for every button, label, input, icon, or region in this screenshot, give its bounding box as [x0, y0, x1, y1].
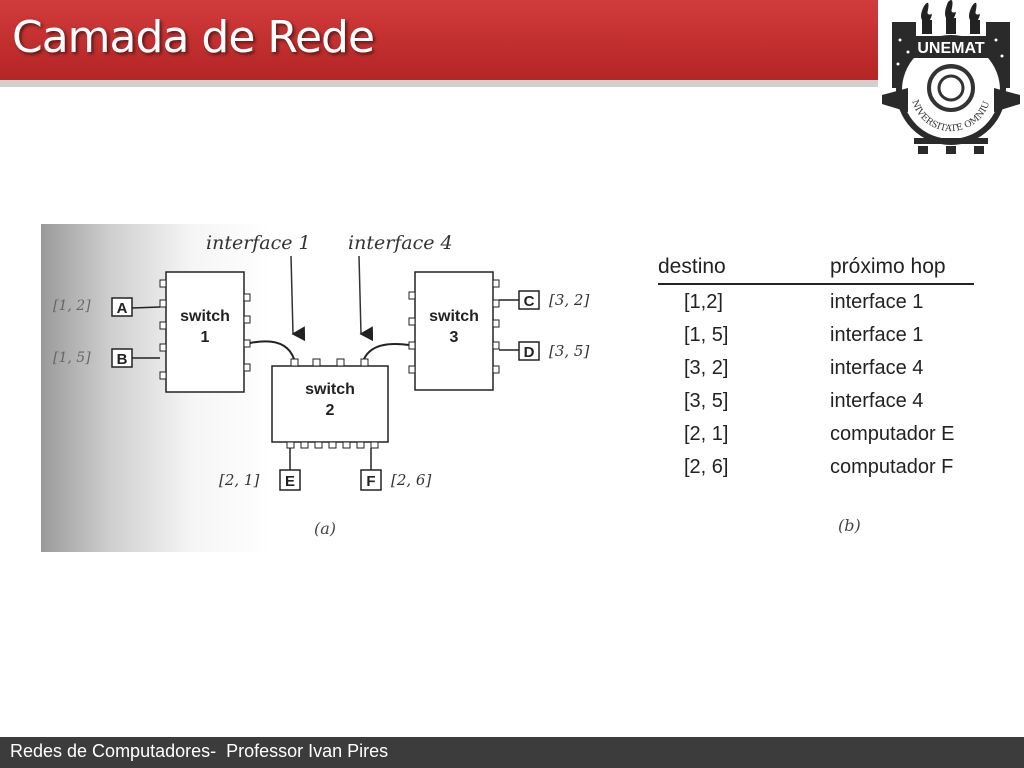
- table-cell-destination: [1, 5]: [684, 324, 728, 346]
- host-d-label: D: [524, 344, 535, 361]
- table-cell-next-hop: interface 1: [830, 291, 923, 313]
- link-switch2-switch3: [363, 343, 410, 360]
- logo-text: UNEMAT: [917, 40, 984, 57]
- footer-text: Redes de Computadores- Professor Ivan Pi…: [10, 741, 389, 761]
- interface-4-label: interface 4: [348, 232, 453, 254]
- table-cell-next-hop: computador E: [830, 423, 955, 445]
- host-f-address: [2, 6]: [391, 471, 431, 489]
- table-cell-next-hop: interface 4: [830, 390, 923, 412]
- footer-bar: Redes de Computadores- Professor Ivan Pi…: [0, 737, 1024, 768]
- table-cell-destination: [2, 1]: [684, 423, 728, 445]
- table-cell-next-hop: computador F: [830, 456, 953, 478]
- host-b-label: B: [117, 351, 128, 368]
- host-b: [1, 5] B: [53, 348, 160, 368]
- table-cell-next-hop: interface 4: [830, 357, 923, 379]
- table-header-destination: destino: [658, 255, 726, 278]
- switch-3: switch 3: [408, 271, 500, 391]
- switch-2: switch 2: [271, 358, 389, 449]
- host-a: [1, 2] A: [53, 297, 161, 317]
- host-f-label: F: [366, 473, 375, 490]
- forwarding-table: destino próximo hop [1,2] interface 1 [1, …: [658, 255, 974, 535]
- torch-icon: [921, 0, 980, 34]
- host-d: D [3, 5]: [499, 341, 589, 361]
- table-cell-destination: [2, 6]: [684, 456, 728, 478]
- host-e: E [2, 1]: [219, 448, 301, 491]
- interface-4-arrow: [358, 255, 374, 342]
- host-a-address: [1, 2]: [53, 298, 91, 314]
- host-f: F [2, 6]: [360, 448, 431, 491]
- network-diagram-panel: interface 1 interface 4 switch 1: [41, 224, 641, 552]
- host-c-address: [3, 2]: [549, 291, 589, 309]
- slide-title: Camada de Rede: [12, 12, 375, 63]
- title-underline: [0, 80, 1024, 87]
- host-d-address: [3, 5]: [549, 342, 589, 360]
- unemat-logo: UNEMAT UNIVERSITATE OMNIUM: [873, 0, 1024, 156]
- table-cell-destination: [1,2]: [684, 291, 723, 313]
- host-a-label: A: [117, 300, 128, 317]
- title-bar: Camada de Rede: [0, 0, 1024, 80]
- table-rows: [1,2] interface 1 [1, 5] interface 1 [3, 2] i…: [684, 291, 955, 478]
- table-cell-destination: [3, 2]: [684, 357, 728, 379]
- switch-2-number: 2: [326, 402, 335, 419]
- link-switch1-switch2: [249, 340, 295, 360]
- host-e-address: [2, 1]: [219, 471, 259, 489]
- switch-3-number: 3: [450, 329, 459, 346]
- host-b-address: [1, 5]: [53, 350, 91, 366]
- table-header-next-hop: próximo hop: [830, 255, 946, 278]
- figure-a-caption: (a): [314, 519, 336, 538]
- interface-1-label: interface 1: [206, 232, 311, 254]
- switch-1-name: switch: [180, 308, 230, 325]
- figure-b-caption: (b): [838, 516, 861, 535]
- table-cell-destination: [3, 5]: [684, 390, 728, 412]
- switch-3-name: switch: [429, 308, 479, 325]
- host-c-label: C: [524, 293, 535, 310]
- table-cell-next-hop: interface 1: [830, 324, 923, 346]
- host-c: C [3, 2]: [499, 290, 589, 310]
- switch-2-name: switch: [305, 381, 355, 398]
- interface-1-arrow: [290, 255, 306, 342]
- switch-1-number: 1: [201, 329, 210, 346]
- switch-1: switch 1: [159, 271, 251, 393]
- host-e-label: E: [285, 473, 295, 490]
